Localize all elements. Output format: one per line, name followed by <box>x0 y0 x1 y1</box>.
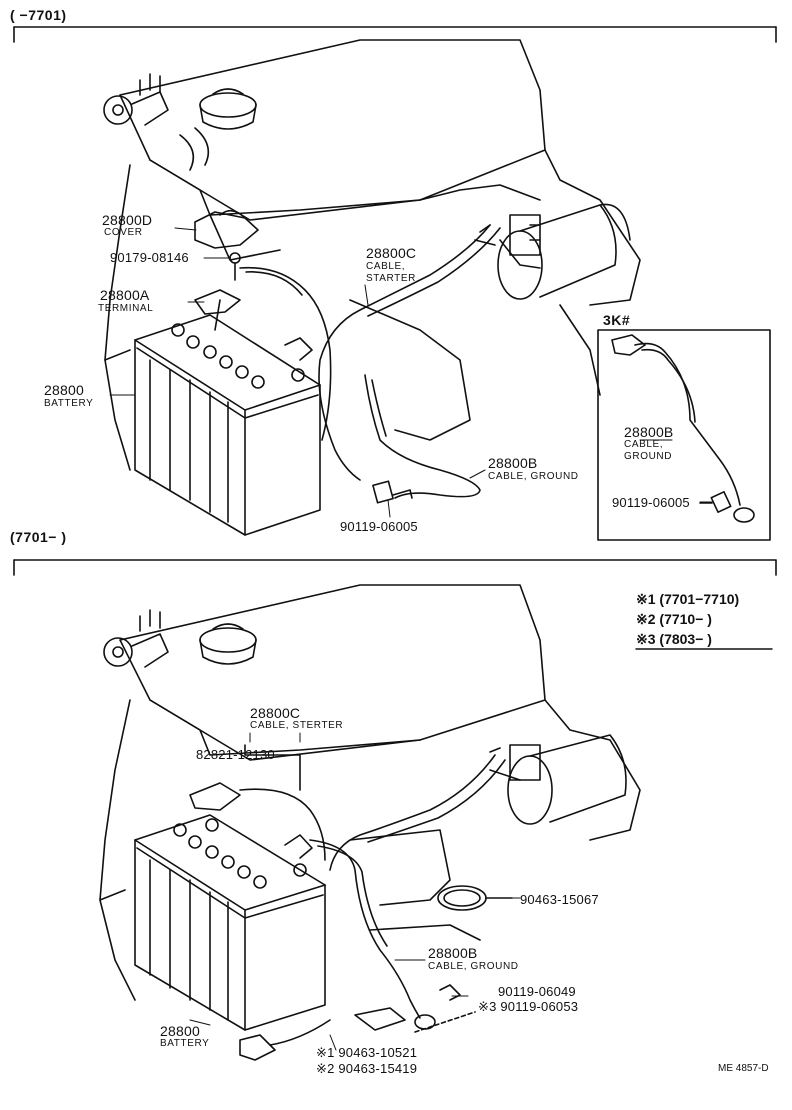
starter-cable-name-line2-top: STARTER <box>366 273 416 284</box>
inset-cable-part-number: 28800B <box>624 424 674 440</box>
battery-bottom <box>134 782 326 1031</box>
ground-cable-bottom <box>239 839 513 1061</box>
starter-cable-part-number-bottom: 28800C <box>250 705 301 721</box>
battery-part-number-top: 28800 <box>44 382 84 398</box>
clamp-part-number: 90463-15067 <box>520 892 599 907</box>
terminal-part-name: TERMINAL <box>98 303 154 314</box>
cover-part-number-bottom: 82821-12130 <box>196 747 275 762</box>
ground-cable-part-number-bottom: 28800B <box>428 945 478 961</box>
starter-motor-top <box>497 203 631 300</box>
engine-block-bottom <box>99 584 641 1001</box>
top-section-bracket <box>13 26 777 43</box>
bolt-part-number-top: 90179-08146 <box>110 250 189 265</box>
ground-bolt-part-number-top: 90119-06005 <box>340 519 418 534</box>
positive-cable-bottom <box>239 744 326 861</box>
inset-cable-name-line2: GROUND <box>624 451 673 462</box>
ground-cable-top <box>364 374 481 504</box>
note-1: ※1 (7701−7710) <box>636 591 740 607</box>
cover-part-number: 28800D <box>102 212 153 228</box>
inset-title: 3K# <box>603 312 631 328</box>
top-section-range: ( −7701) <box>10 7 67 23</box>
battery-part-name-bottom: BATTERY <box>160 1038 210 1049</box>
battery-top <box>134 289 321 536</box>
positive-cable-top <box>239 266 332 441</box>
battery-part-number-bottom: 28800 <box>160 1023 200 1039</box>
leader-lines-top <box>109 227 713 518</box>
bolt-part-number-bottom-1: 90119-06049 <box>498 984 576 999</box>
starter-cable-name-line1-top: CABLE, <box>366 261 406 272</box>
note-3: ※3 (7803− ) <box>636 631 712 647</box>
engine-block-top <box>103 39 641 471</box>
drawing-code: ME 4857-D <box>718 1063 769 1074</box>
starter-cable-part-number-top: 28800C <box>366 245 417 261</box>
battery-part-name-top: BATTERY <box>44 398 94 409</box>
bottom-section-range: (7701− ) <box>10 529 67 545</box>
inset-cable-name-line1: CABLE, <box>624 439 664 450</box>
ground-cable-part-name-top: CABLE, GROUND <box>488 471 579 482</box>
starter-cable-top <box>318 224 541 481</box>
cover-part-name: COVER <box>104 227 143 238</box>
terminal-part-number: 28800A <box>100 287 150 303</box>
clip-part-number-1: ※1 90463-10521 <box>316 1045 418 1060</box>
bottom-section-bracket <box>13 559 777 576</box>
inset-box-3k <box>597 329 771 541</box>
bolt-part-number-bottom-2: ※3 90119-06053 <box>478 999 579 1014</box>
starter-cable-name-bottom: CABLE, STERTER <box>250 720 344 731</box>
starter-motor-bottom <box>507 734 627 825</box>
leader-lines-bottom <box>189 732 521 1051</box>
ground-cable-part-number-top: 28800B <box>488 455 538 471</box>
ground-cable-part-name-bottom: CABLE, GROUND <box>428 961 519 972</box>
inset-bolt-part-number: 90119-06005 <box>612 495 690 510</box>
starter-cable-bottom <box>329 747 521 871</box>
cover-and-bolt-top <box>194 209 259 281</box>
clip-part-number-2: ※2 90463-15419 <box>316 1061 418 1076</box>
note-2: ※2 (7710− ) <box>636 611 712 627</box>
